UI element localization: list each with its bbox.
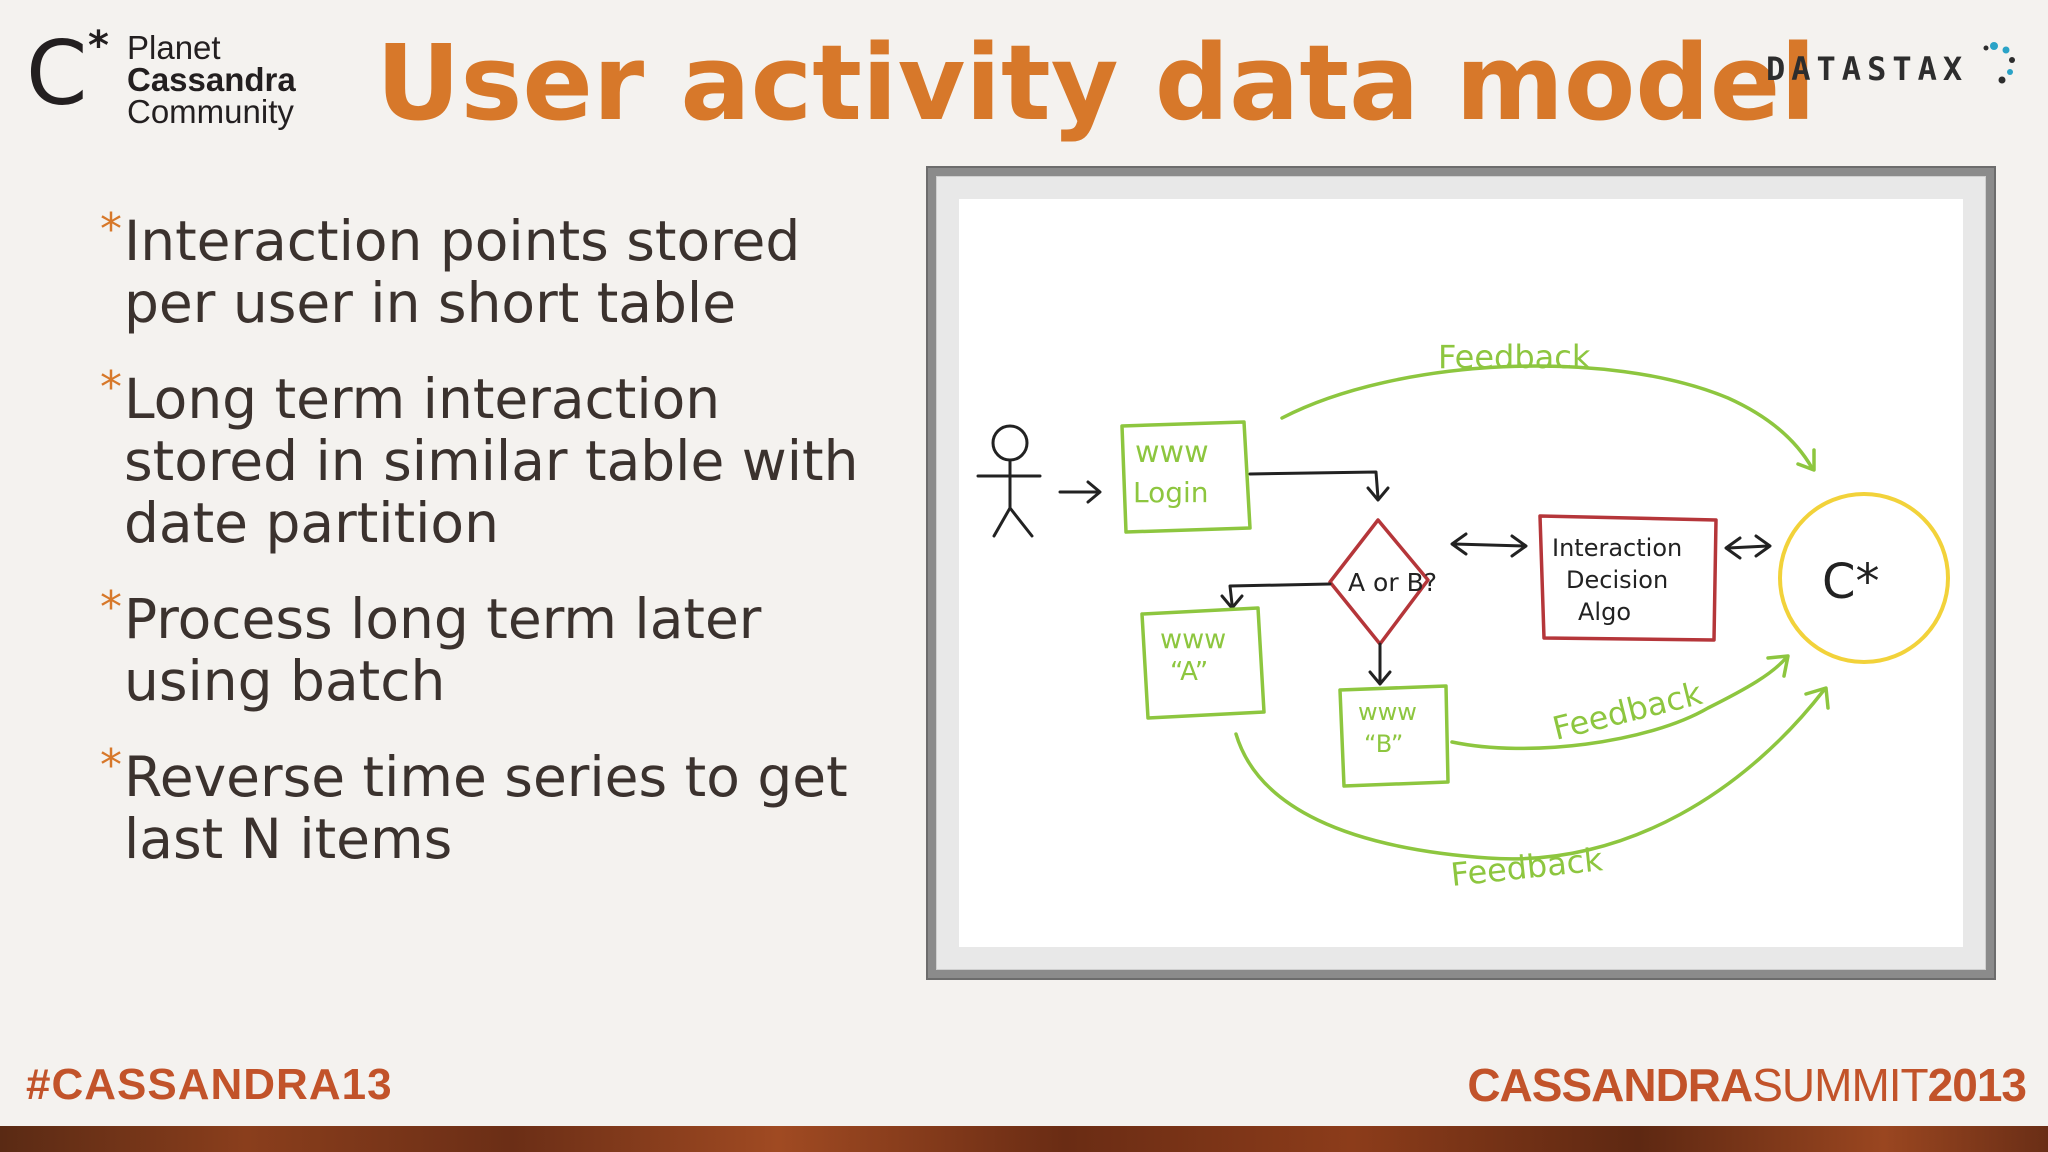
whiteboard-canvas [959,199,1963,947]
cstar-label: C* [1822,554,1880,610]
feedback-arrow-top: Feedback [1280,338,1816,472]
bullet-item: * Process long term later using batch [96,582,896,713]
datastax-wordmark: DATASTAX [1766,50,1969,88]
arrow-login-to-decision [1248,470,1390,502]
b-box-label-2: “B” [1364,730,1403,758]
summit-part-cassandra: CASSANDRA [1467,1059,1753,1111]
www-login-box: www Login [1120,420,1252,534]
algo-label-1: Interaction [1552,534,1682,562]
bullet-text: Process long term later using batch [124,587,762,713]
footer-summit-wordmark: CASSANDRASUMMIT2013 [1467,1058,2027,1112]
cassandra-star-icon: * [88,23,109,69]
bullet-item: * Reverse time series to get last N item… [96,740,896,871]
feedback-label-top: Feedback [1438,338,1591,376]
www-a-box: www “A” [1140,606,1266,720]
login-box-label-2: Login [1133,476,1209,509]
arrow-decision-to-b [1368,642,1392,686]
architecture-sketch: www Login A or B? www “A” [976,338,1950,894]
algo-label-3: Algo [1578,598,1631,626]
user-stick-figure-icon [976,424,1042,538]
summit-part-year: 2013 [1927,1059,2027,1111]
decorative-bottom-band [0,1126,2048,1152]
arrow-decision-algo [1450,532,1528,558]
arrow-algo-cstar [1724,534,1772,560]
feedback-label-bottom: Feedback [1449,840,1605,894]
algo-label-2: Decision [1566,566,1668,594]
bullet-text: Interaction points stored per user in sh… [124,209,801,335]
whiteboard-frame: www Login A or B? www “A” [926,166,1996,980]
planet-cassandra-logo: C * Planet Cassandra Community [26,24,326,144]
login-box-label-1: www [1135,435,1209,470]
bullet-item: * Interaction points stored per user in … [96,204,896,335]
feedback-arrow-bottom: Feedback [1234,686,1830,894]
decision-label: A or B? [1348,568,1437,597]
bullet-asterisk-icon: * [100,362,122,413]
summit-part-summit: SUMMIT [1752,1059,1928,1111]
bullet-asterisk-icon: * [100,740,122,791]
www-b-box: www “B” [1338,684,1450,788]
logo-wordmark: Planet Cassandra Community [127,29,296,130]
bullet-text: Long term interaction stored in similar … [124,367,859,555]
footer-hashtag: #CASSANDRA13 [26,1060,393,1109]
datastax-logo: DATASTAX [1766,42,2026,110]
feedback-arrow-mid: Feedback [1450,654,1790,751]
slide-header: C * Planet Cassandra Community User acti… [0,0,2048,160]
datastax-dots-icon [1983,42,2015,84]
bullet-list: * Interaction points stored per user in … [96,204,896,904]
cassandra-c-icon: C [26,22,88,125]
bullet-asterisk-icon: * [100,204,122,255]
a-box-label-2: “A” [1170,657,1208,687]
bullet-asterisk-icon: * [100,582,122,633]
logo-line-3: Community [127,93,294,130]
logo-line-2: Cassandra [127,61,296,98]
cassandra-database-node: C* [1778,492,1950,664]
b-box-label-1: www [1358,698,1417,726]
decision-diamond: A or B? [1328,518,1437,646]
interaction-decision-algo-box: Interaction Decision Algo [1538,514,1718,642]
bullet-item: * Long term interaction stored in simila… [96,362,896,555]
whiteboard-bezel [936,176,1986,970]
logo-line-1: Planet [127,29,221,66]
a-box-label-1: www [1160,624,1226,655]
arrow-decision-to-a [1220,582,1332,610]
slide-title: User activity data model [376,22,1816,144]
bullet-text: Reverse time series to get last N items [124,745,848,871]
arrow-user-to-login [1058,480,1102,504]
